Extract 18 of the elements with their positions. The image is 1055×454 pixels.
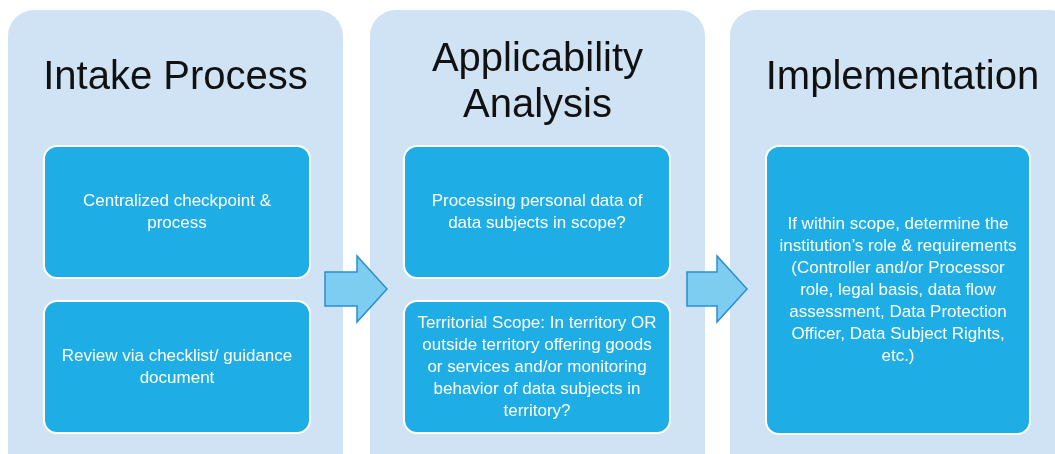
stage-title: Applicability Analysis bbox=[430, 34, 645, 126]
step-box bbox=[403, 145, 671, 279]
step-text: Centralized checkpoint & process bbox=[81, 189, 272, 234]
step-box bbox=[43, 145, 311, 279]
step-box bbox=[765, 145, 1031, 435]
step-text: If within scope, determine the institution’s role & requirements (Controller and/or Processor role, legal basis, data flow assessment, Data Protection Officer, Data Subject Rights, etc.) bbox=[778, 212, 1018, 368]
block-arrow bbox=[686, 254, 748, 324]
stage-panel bbox=[8, 10, 343, 454]
step-box bbox=[43, 300, 311, 434]
stage-panel bbox=[370, 10, 705, 454]
step-text: Territorial Scope: In territory OR outside territory offering goods or services and/or monitoring behavior of data subjects in territory? bbox=[416, 311, 658, 423]
block-arrow bbox=[324, 254, 388, 324]
step-text: Review via checklist/ guidance document bbox=[60, 344, 294, 389]
stage-title: Intake Process bbox=[43, 52, 308, 98]
stage-title: Implementation bbox=[765, 52, 1040, 98]
stage-panel bbox=[730, 10, 1055, 454]
step-text: Processing personal data of data subjects in scope? bbox=[430, 189, 644, 234]
step-box bbox=[403, 300, 671, 434]
